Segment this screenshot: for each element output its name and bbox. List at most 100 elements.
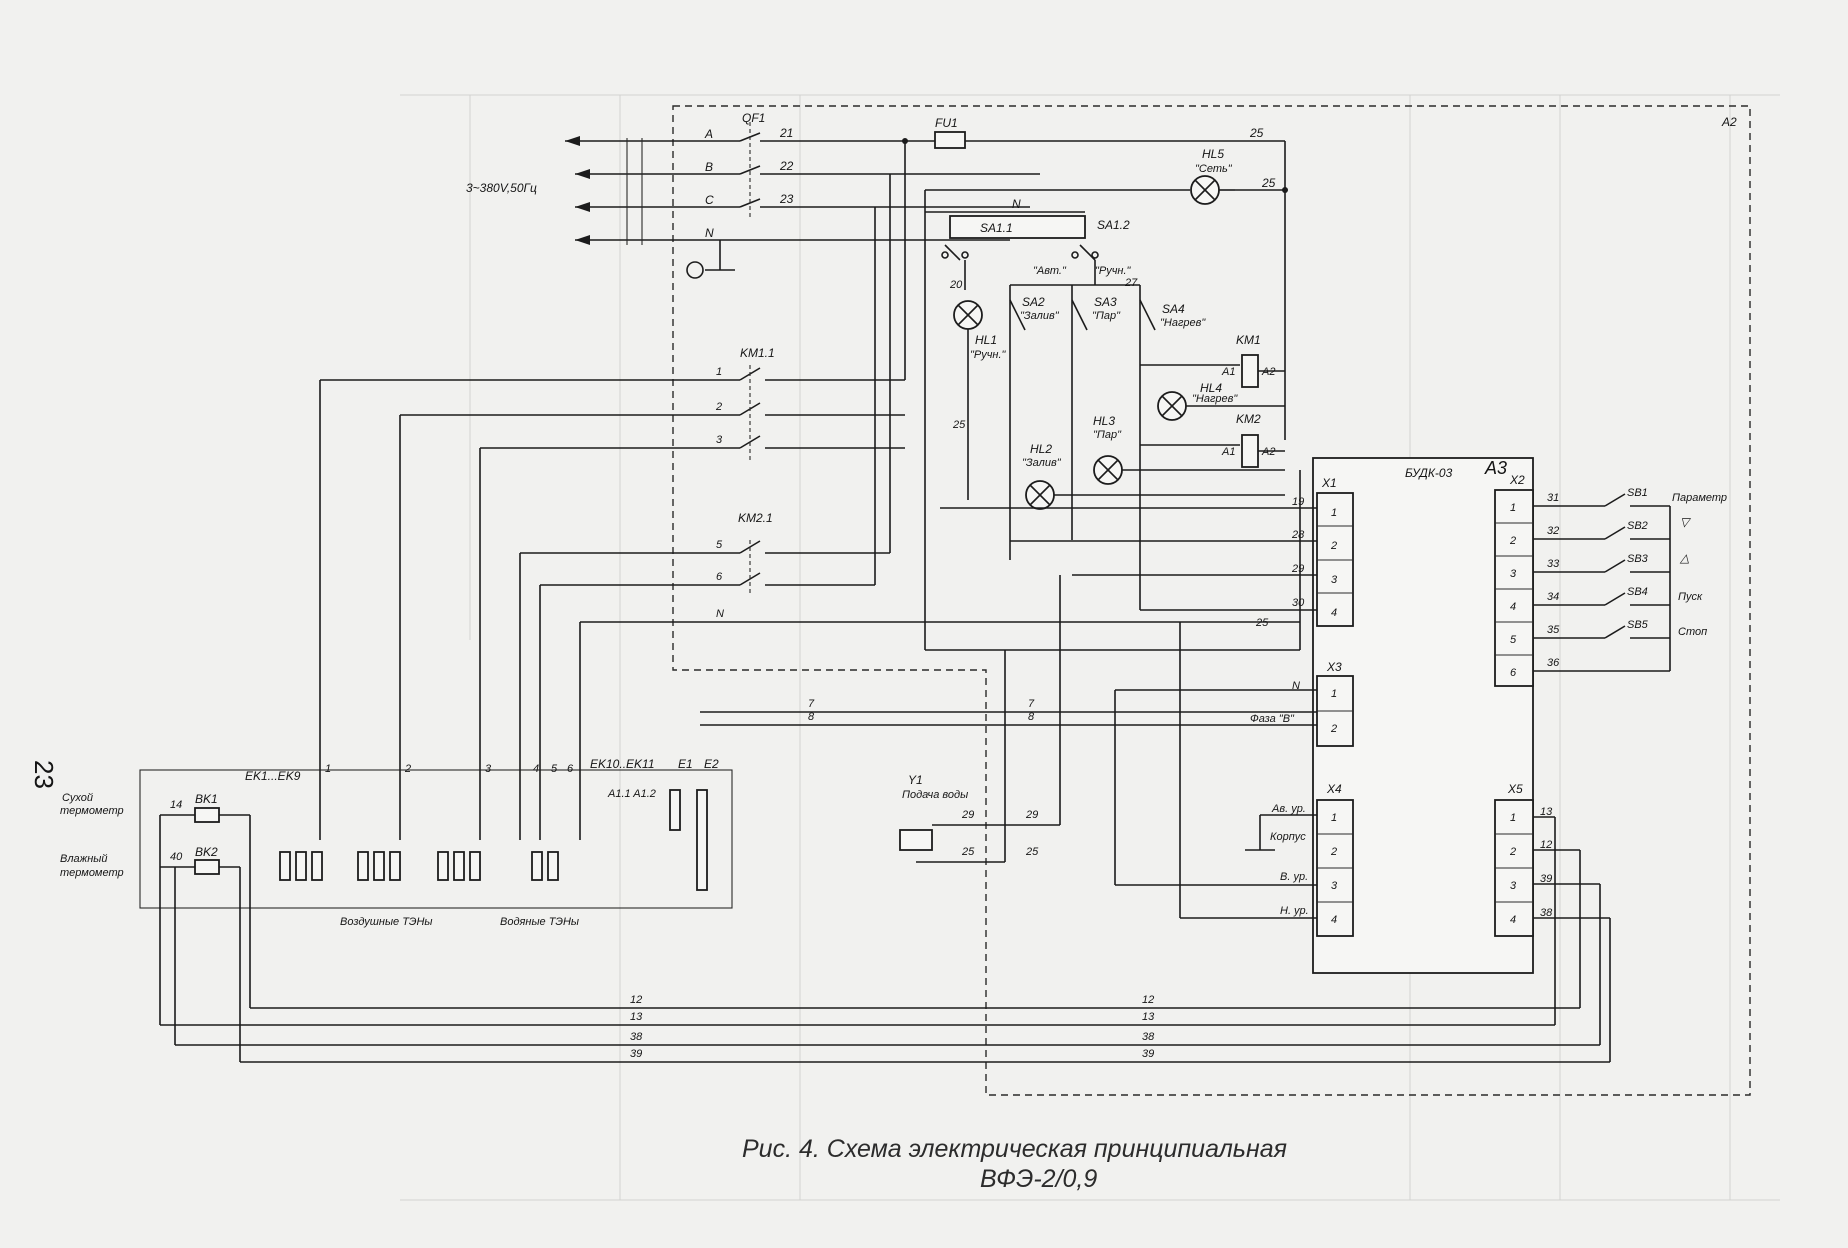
x4-av: Ав. ур. [1271, 803, 1306, 815]
km1-label: KM1 [1236, 333, 1261, 347]
x4-pin: 4 [1331, 914, 1337, 926]
x1-label: X1 [1321, 476, 1337, 490]
km21-label: KM2.1 [738, 511, 773, 525]
ek1011-label: EK10..EK11 [590, 757, 655, 771]
x3-pin: 2 [1330, 723, 1337, 735]
km1-a2: A2 [1261, 366, 1275, 378]
x4-n: Н. ур. [1280, 905, 1309, 917]
x1-pin: 1 [1331, 507, 1337, 519]
wire-35: 35 [1547, 624, 1560, 636]
figure-caption-line2: ВФЭ-2/0,9 [980, 1165, 1098, 1193]
sb3: SB3 [1627, 553, 1649, 565]
x3-pin: 1 [1331, 688, 1337, 700]
sa4-label: SA4 [1162, 302, 1185, 316]
wire-25-b: 25 [1261, 176, 1276, 190]
wire-33: 33 [1547, 558, 1560, 570]
x5-wire-38: 38 [1540, 907, 1553, 919]
sa11-label: SA1.1 [980, 221, 1013, 235]
x2-pin: 4 [1510, 601, 1516, 613]
x1-pin: 3 [1331, 574, 1338, 586]
wire-7: 7 [808, 698, 815, 710]
hl2-label: HL2 [1030, 442, 1052, 456]
ek-wire-1: 1 [325, 763, 331, 775]
km-wire-3: 3 [716, 434, 723, 446]
hl5-label: HL5 [1202, 147, 1224, 161]
phase-c: C [705, 193, 714, 207]
wire-29c: 29 [1025, 809, 1038, 821]
x2-pin: 6 [1510, 667, 1517, 679]
ek-wire-6: 6 [567, 763, 574, 775]
x2-pin: 3 [1510, 568, 1517, 580]
hl3-label: HL3 [1093, 414, 1115, 428]
ek-wire-2: 2 [404, 763, 411, 775]
phase-b: B [705, 160, 713, 174]
figure-caption-line1: Рис. 4. Схема электрическая принципиальн… [742, 1135, 1287, 1163]
x4-pin: 1 [1331, 812, 1337, 824]
x2-pin: 5 [1510, 634, 1517, 646]
x3-label: X3 [1326, 660, 1342, 674]
hl1-text: "Ручн." [970, 349, 1007, 361]
thermo-sensors [159, 807, 251, 1062]
return-wires [160, 816, 1611, 1063]
dry-thermo-2: термометр [60, 805, 124, 817]
bk2-label: BK2 [195, 845, 218, 859]
x3-phase-b: Фаза "В" [1250, 713, 1295, 725]
phase-a: A [704, 127, 713, 141]
sa3-label: SA3 [1094, 295, 1117, 309]
sb2: SB2 [1627, 520, 1648, 532]
wire-25f: 25 [1025, 846, 1039, 858]
sb5-text: Стоп [1678, 626, 1707, 638]
mode-switches [1009, 285, 1240, 610]
wire-22: 22 [779, 159, 794, 173]
hl3-text: "Пар" [1093, 429, 1122, 441]
km-wire-6: 6 [716, 571, 723, 583]
enclosure-outlines [672, 105, 1751, 1096]
wire-29: 29 [1291, 563, 1304, 575]
km-wire-5: 5 [716, 539, 723, 551]
sa2-text: "Залив" [1020, 310, 1060, 322]
valve-wires [700, 575, 1317, 919]
a3-controller [1312, 457, 1534, 974]
water-heaters-label: Водяные ТЭНы [500, 916, 579, 928]
km2-label: KM2 [1236, 412, 1261, 426]
x1-pin: 4 [1331, 607, 1337, 619]
wire-27: 27 [1124, 277, 1138, 289]
hl4-text: "Нагрев" [1192, 393, 1238, 405]
hl5-lamp [924, 175, 1235, 650]
wet-thermo-2: термометр [60, 867, 124, 879]
wet-thermo-1: Влажный [60, 853, 108, 865]
hl5-text: "Сеть" [1195, 163, 1233, 175]
hl1-label: HL1 [975, 333, 997, 347]
wire-25-top: 25 [1249, 126, 1264, 140]
wire-39: 39 [630, 1048, 642, 1060]
y1-text: Подача воды [902, 789, 968, 801]
wire-28: 28 [1291, 529, 1305, 541]
sb-buttons [1533, 493, 1671, 672]
qf1-label: QF1 [742, 111, 765, 125]
wire-12b: 12 [1142, 994, 1154, 1006]
a3-label: A3 [1484, 458, 1507, 478]
dry-thermo-1: Сухой [62, 792, 93, 804]
km-wire-n: N [716, 608, 724, 620]
x2-pin: 1 [1510, 502, 1516, 514]
x5-wire-13: 13 [1540, 806, 1553, 818]
x3-n: N [1292, 680, 1300, 692]
hl4-label: HL4 [1200, 381, 1222, 395]
wire-14: 14 [170, 799, 182, 811]
x2-label: X2 [1509, 473, 1525, 487]
ek-wire-3: 3 [485, 763, 492, 775]
page-number: 23 [29, 760, 59, 789]
wire-8: 8 [808, 711, 815, 723]
ek-wire-5: 5 [551, 763, 558, 775]
wire-8b: 8 [1028, 711, 1035, 723]
sb5: SB5 [1627, 619, 1649, 631]
y1-label: Y1 [908, 773, 923, 787]
wire-13b: 13 [1142, 1011, 1155, 1023]
x5-wire-39: 39 [1540, 873, 1552, 885]
x4-pin: 3 [1331, 880, 1338, 892]
wire-7b: 7 [1028, 698, 1035, 710]
wire-21: 21 [779, 126, 793, 140]
x1-pin: 2 [1330, 540, 1337, 552]
